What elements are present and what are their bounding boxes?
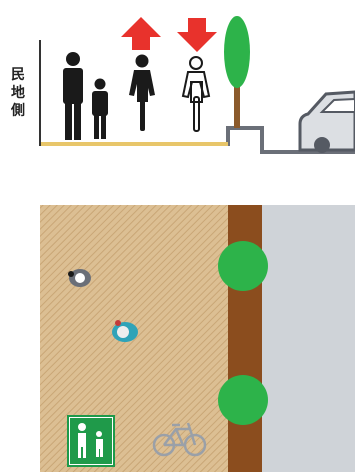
street-tree-icon xyxy=(224,16,250,128)
pedestrian-topview-icon xyxy=(112,320,138,342)
southbound-arrow-icon xyxy=(177,18,217,52)
northbound-arrow-icon xyxy=(121,17,161,50)
plan-view-diagram xyxy=(40,205,355,472)
cross-section-diagram xyxy=(39,16,355,154)
tree-canopy-icon xyxy=(218,375,268,425)
adult-pedestrian-icon xyxy=(63,52,83,140)
tree-canopy-icon xyxy=(218,241,268,291)
pedestrian-topview-icon xyxy=(68,269,91,287)
pedestrian-sign-icon xyxy=(67,415,115,467)
child-pedestrian-icon xyxy=(92,78,108,139)
cyclist-northbound-icon xyxy=(129,54,155,131)
bicycle-icon xyxy=(152,422,207,457)
car-icon xyxy=(298,90,355,153)
sidewalk-base xyxy=(40,142,228,146)
private-side-label: 民地側 xyxy=(11,67,25,119)
cyclist-southbound-icon xyxy=(181,56,211,132)
roadway-area xyxy=(262,205,355,472)
